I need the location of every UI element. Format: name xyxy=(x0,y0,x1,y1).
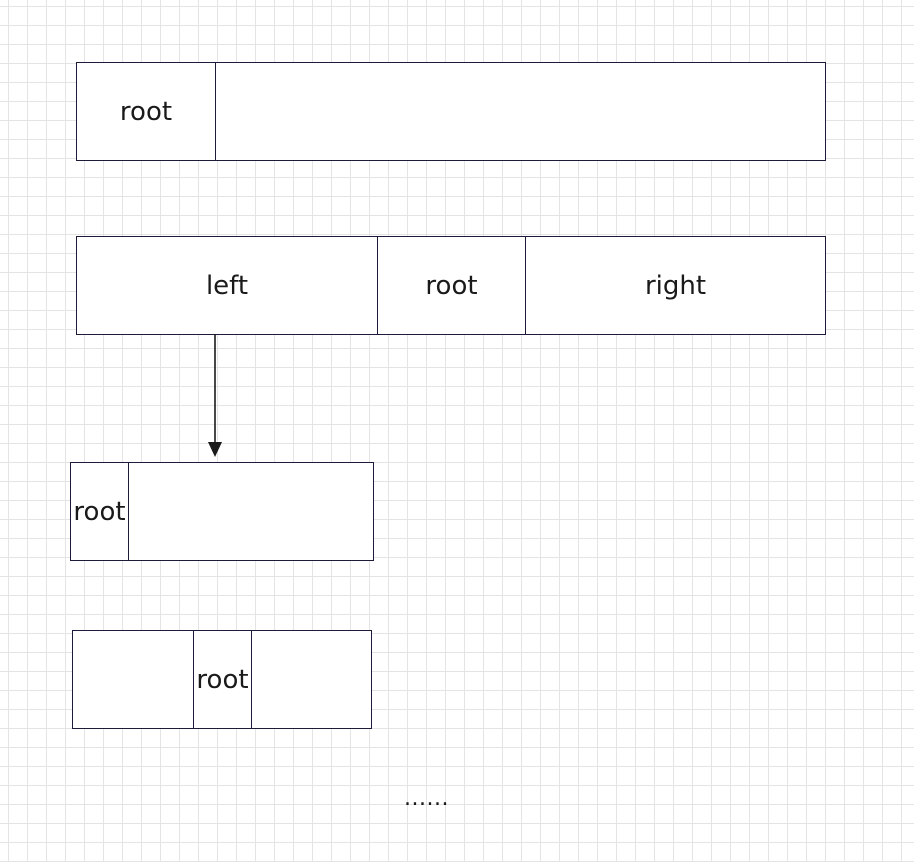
array-row-left-subtree: root xyxy=(70,462,374,561)
continuation-ellipsis: ...... xyxy=(404,786,449,811)
array-row-left-subtree-split: root xyxy=(72,630,372,729)
down-arrow-icon xyxy=(208,334,222,457)
rest-cell xyxy=(128,463,373,560)
left-cell xyxy=(73,631,193,728)
root-cell: root xyxy=(377,237,525,334)
rest-cell xyxy=(215,63,825,160)
array-row-root-first: root xyxy=(76,62,826,161)
array-row-inorder-split: left root right xyxy=(76,236,826,335)
left-cell: left xyxy=(205,270,249,301)
root-cell: root xyxy=(73,496,126,527)
root-cell: root xyxy=(193,631,251,728)
root-cell: root xyxy=(119,96,173,127)
right-cell: right xyxy=(525,237,825,334)
right-cell xyxy=(251,631,371,728)
